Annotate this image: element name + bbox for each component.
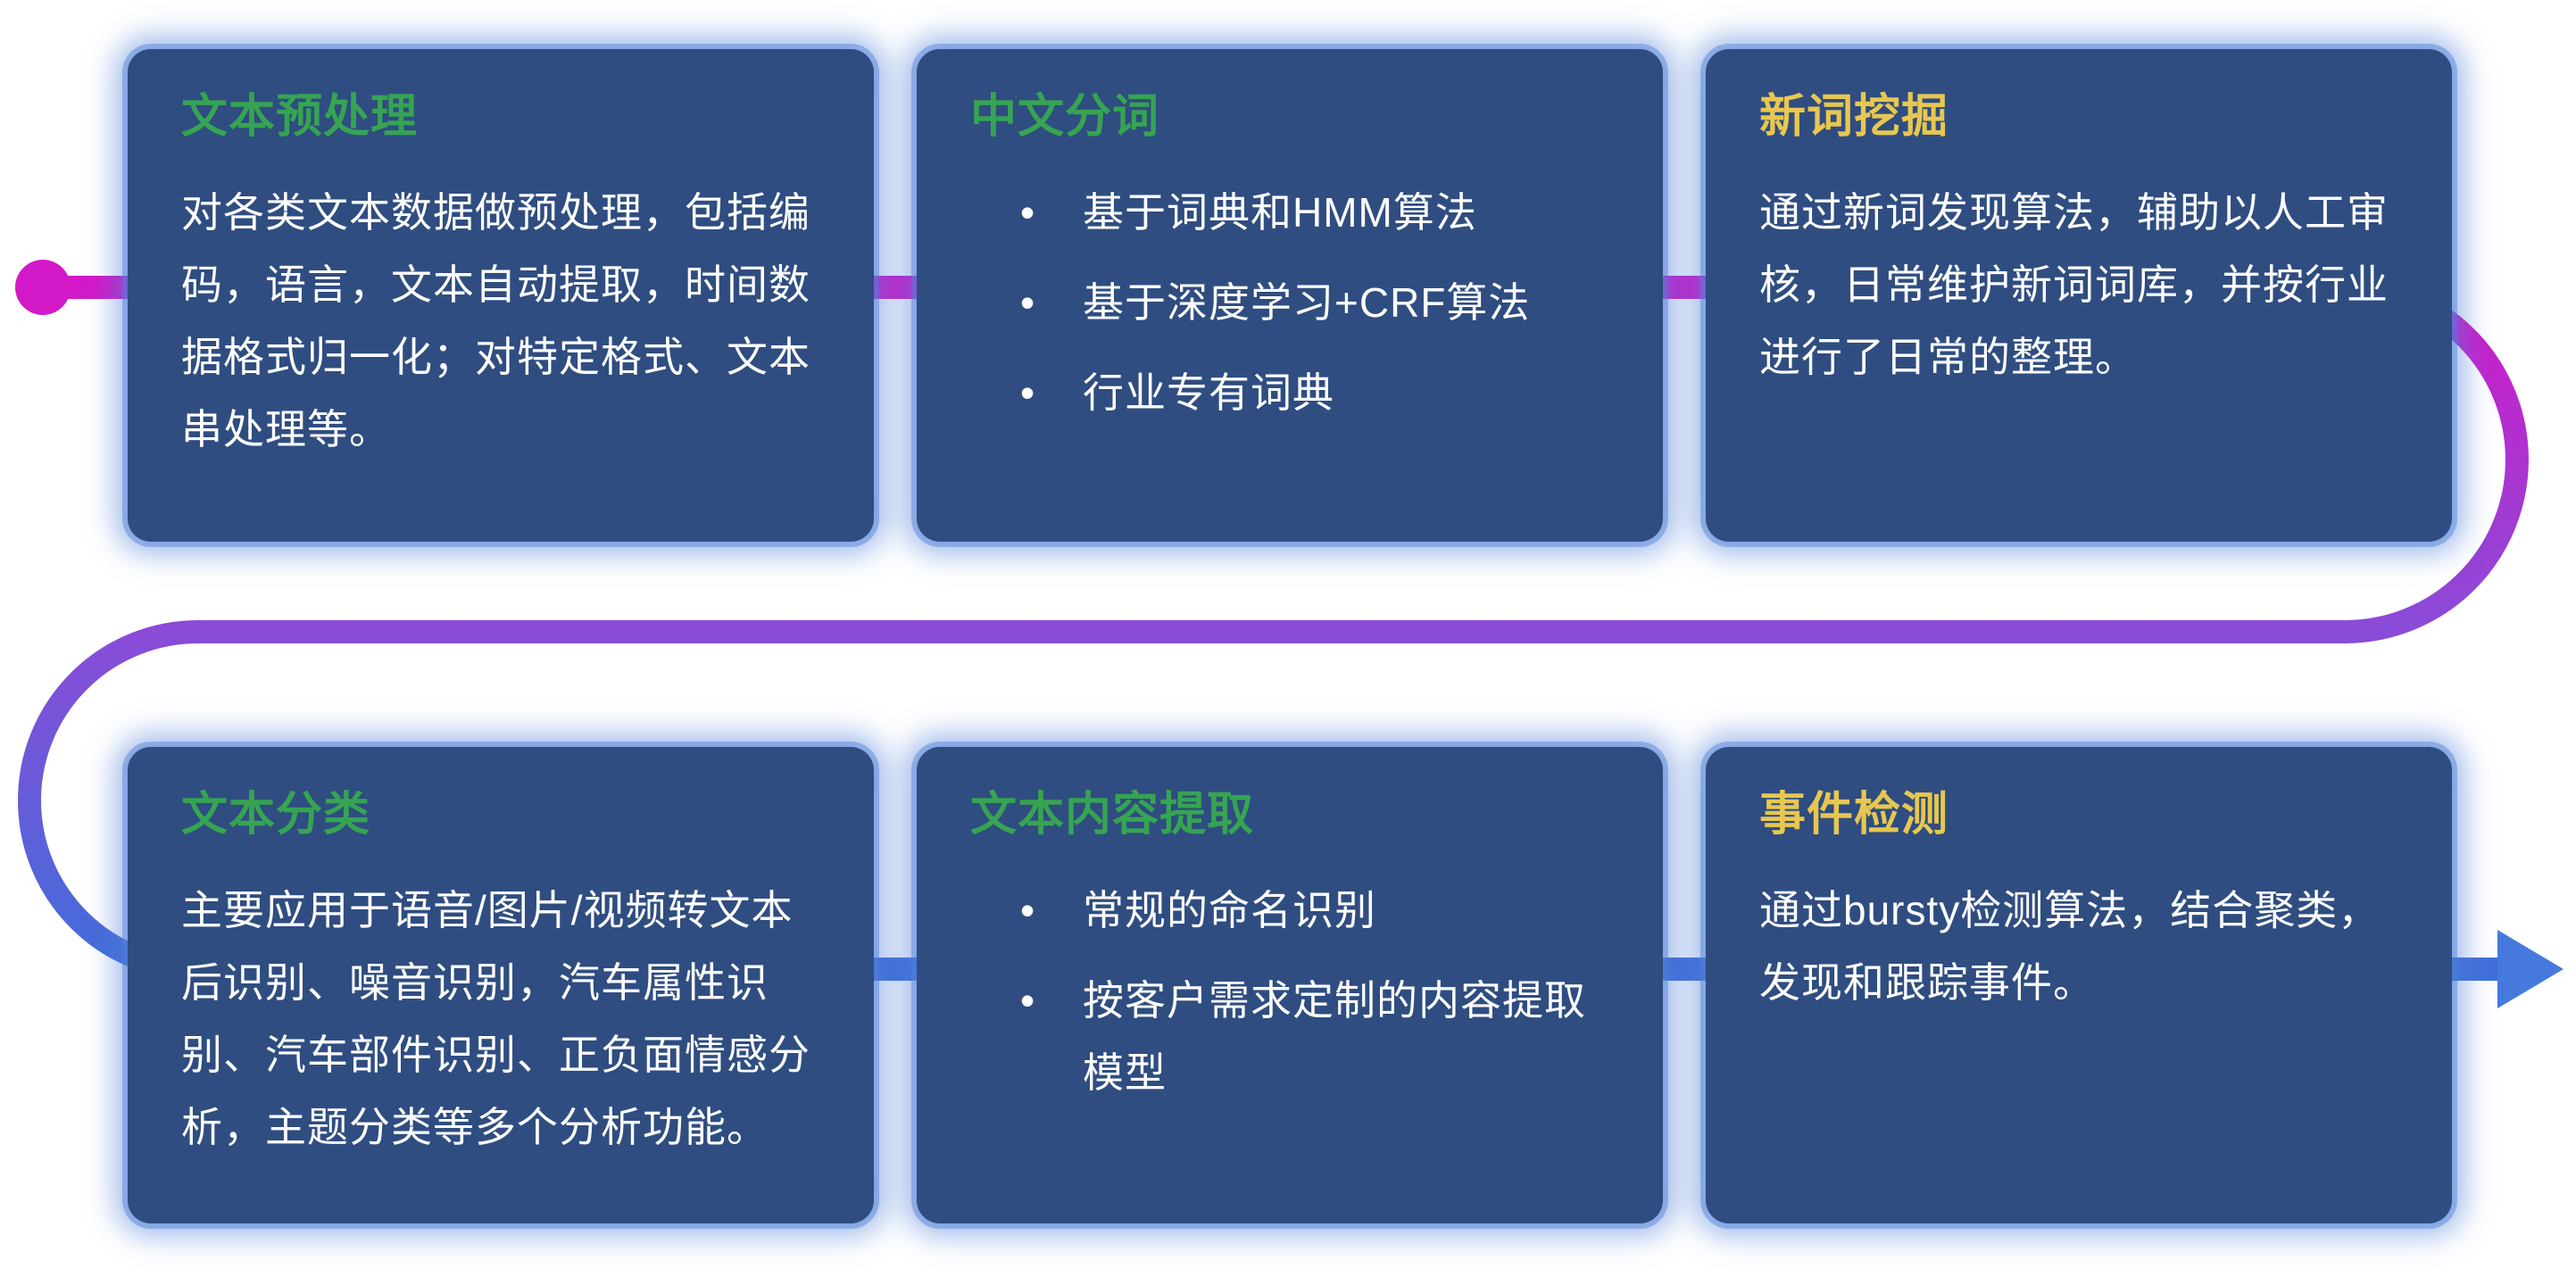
card-text-classification: 文本分类 主要应用于语音/图片/视频转文本后识别、噪音识别，汽车属性识别、汽车部… bbox=[128, 747, 874, 1223]
flow-end-arrow-icon bbox=[2497, 930, 2564, 1008]
card-event-detection: 事件检测 通过bursty检测算法，结合聚类，发现和跟踪事件。 bbox=[1706, 747, 2452, 1223]
card-body: 主要应用于语音/图片/视频转文本后识别、噪音识别，汽车属性识别、汽车部件识别、正… bbox=[181, 887, 810, 1150]
bullet-item: 按客户需求定制的内容提取模型 bbox=[970, 965, 1609, 1109]
card-text-preprocessing: 文本预处理 对各类文本数据做预处理，包括编码，语言，文本自动提取，时间数据格式归… bbox=[128, 49, 874, 542]
card-text-content-extraction: 文本内容提取 常规的命名识别按客户需求定制的内容提取模型 bbox=[917, 747, 1663, 1223]
bullet-item: 行业专有词典 bbox=[970, 357, 1609, 429]
card-title: 事件检测 bbox=[1759, 789, 1949, 841]
flow-start-dot bbox=[15, 260, 71, 315]
card-title: 文本分类 bbox=[181, 789, 371, 841]
card-title: 文本内容提取 bbox=[970, 789, 1255, 841]
card-chinese-word-segmentation: 中文分词 基于词典和HMM算法基于深度学习+CRF算法行业专有词典 bbox=[917, 49, 1663, 542]
card-title: 新词挖掘 bbox=[1759, 91, 1949, 143]
card-bullet-list: 基于词典和HMM算法基于深度学习+CRF算法行业专有词典 bbox=[970, 177, 1609, 429]
card-title: 中文分词 bbox=[970, 91, 1160, 143]
card-body: 通过bursty检测算法，结合聚类，发现和跟踪事件。 bbox=[1759, 887, 2381, 1006]
card-body: 通过新词发现算法，辅助以人工审核，日常维护新词词库，并按行业进行了日常的整理。 bbox=[1759, 189, 2389, 380]
card-title: 文本预处理 bbox=[181, 91, 419, 143]
bullet-item: 常规的命名识别 bbox=[970, 875, 1609, 947]
card-body: 对各类文本数据做预处理，包括编码，语言，文本自动提取，时间数据格式归一化；对特定… bbox=[181, 189, 810, 452]
card-new-word-mining: 新词挖掘 通过新词发现算法，辅助以人工审核，日常维护新词词库，并按行业进行了日常… bbox=[1706, 49, 2452, 542]
card-bullet-list: 常规的命名识别按客户需求定制的内容提取模型 bbox=[970, 875, 1609, 1109]
bullet-item: 基于词典和HMM算法 bbox=[970, 177, 1609, 249]
bullet-item: 基于深度学习+CRF算法 bbox=[970, 267, 1609, 339]
flow-line bbox=[18, 276, 2529, 981]
